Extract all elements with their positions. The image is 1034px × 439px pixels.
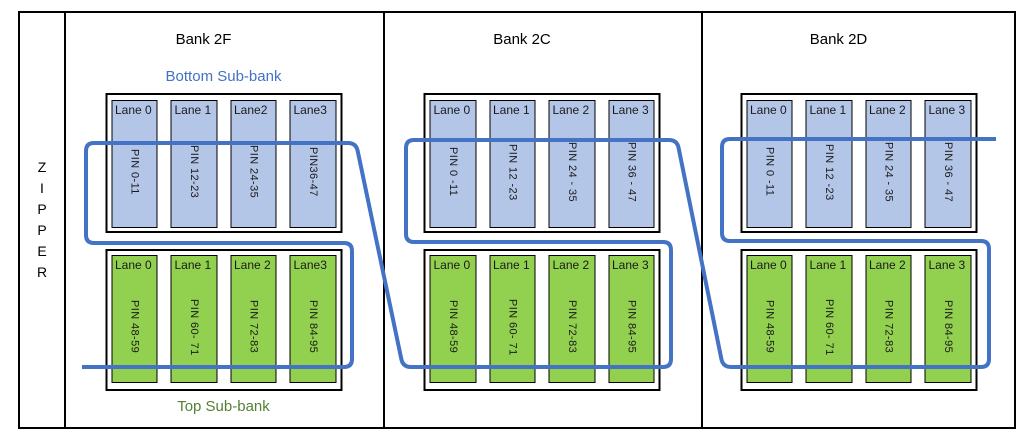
lane-pin-range: PIN 12 -23 <box>506 143 519 201</box>
lane-pin-range: PIN 24-35 <box>247 145 260 199</box>
lane-pin-range: PIN 72-83 <box>565 300 578 354</box>
lane-label: Lane3 <box>293 103 327 117</box>
lane-label: Lane 0 <box>750 258 787 272</box>
lane-label: Lane 1 <box>493 258 530 272</box>
lane-pin-range: PIN36-47 <box>306 147 319 197</box>
lane-label: Lane 2 <box>869 103 906 117</box>
top-subbank-box: Lane 0 PIN 48-59 Lane 1 PIN 60- 71 Lane … <box>423 249 661 391</box>
lane-pin-range: PIN 84-95 <box>306 300 319 354</box>
zipper-letter: P <box>37 222 47 238</box>
zipper-letter: P <box>37 201 47 217</box>
lane: Lane 1 PIN 12 -23 <box>489 100 536 228</box>
lane: Lane 1 PIN 60- 71 <box>805 255 852 383</box>
lane-label: Lane 3 <box>928 103 966 117</box>
lane-label: Lane 3 <box>928 258 966 272</box>
lane-label: Lane 0 <box>433 258 471 272</box>
lane-pin-range: PIN 48-59 <box>128 300 141 354</box>
lane-pin-range: PIN 84-95 <box>625 300 638 354</box>
bottom-subbank-label: Bottom Sub-bank <box>165 68 282 85</box>
bank-title: Bank 2D <box>809 31 868 48</box>
bottom-subbank-box: Lane 0 PIN 0 -11 Lane 1 PIN 12 -23 Lane … <box>423 93 661 233</box>
lane: Lane 0 PIN 48-59 <box>746 255 793 383</box>
lane-label: Lane 0 <box>433 103 471 117</box>
lane-label: Lane 1 <box>493 103 530 117</box>
top-subbank-label: Top Sub-bank <box>177 398 270 415</box>
zipper-letter: E <box>37 243 47 259</box>
lane: Lane 3 PIN 36 - 47 <box>924 100 971 228</box>
top-subbank-box: Lane 0 PIN 48-59 Lane 1 PIN 60- 71 Lane … <box>740 249 977 391</box>
lane: Lane 3 PIN 84-95 <box>608 255 655 383</box>
lane: Lane 2 PIN 72-83 <box>230 255 277 383</box>
lane-pin-range: PIN 12 -23 <box>822 143 835 201</box>
lane-pin-range: PIN 60- 71 <box>506 298 519 356</box>
zipper-letter: R <box>36 264 48 280</box>
lane-label: Lane 2 <box>869 258 906 272</box>
top-subbank-box: Lane 0 PIN 48-59 Lane 1 PIN 60- 71 Lane … <box>105 249 342 391</box>
lane-pin-range: PIN 72-83 <box>247 300 260 354</box>
lane-label: Lane 1 <box>174 258 212 272</box>
lane-label: Lane 2 <box>234 258 271 272</box>
lane-label: Lane 3 <box>612 103 649 117</box>
lane: Lane 1 PIN 12-23 <box>170 100 217 228</box>
zipper-letter: I <box>40 180 44 196</box>
bank-title: Bank 2C <box>493 31 551 48</box>
lane-pin-range: PIN 12-23 <box>187 145 200 199</box>
lane: Lane 0 PIN 0 -11 <box>429 100 476 228</box>
lane-pin-range: PIN 84-95 <box>941 300 954 354</box>
lane: Lane3 PIN36-47 <box>289 100 336 228</box>
bank-panel-2f: Bank 2F Bottom Sub-bank Lane 0 PIN 0-11 … <box>64 11 383 429</box>
bottom-subbank-box: Lane 0 PIN 0-11 Lane 1 PIN 12-23 Lane2 P… <box>105 93 342 233</box>
lane-pin-range: PIN 48-59 <box>763 300 776 354</box>
bank-title: Bank 2F <box>175 31 232 48</box>
lane: Lane 0 PIN 0 -11 <box>746 100 793 228</box>
lane-pin-range: PIN 60- 71 <box>822 298 835 356</box>
lane-label: Lane3 <box>293 258 327 272</box>
lane-pin-range: PIN 36 - 47 <box>941 141 954 203</box>
outer-border <box>18 11 1016 429</box>
lane: Lane 2 PIN 72-83 <box>548 255 595 383</box>
lane-label: Lane 1 <box>809 258 847 272</box>
lane-label: Lane 2 <box>552 258 590 272</box>
lane-label: Lane 2 <box>552 103 590 117</box>
bank-panel-2d: Bank 2D Lane 0 PIN 0 -11 Lane 1 PIN 12 -… <box>701 11 1016 429</box>
lane: Lane 0 PIN 48-59 <box>111 255 158 383</box>
lane-pin-range: PIN 60- 71 <box>187 298 200 356</box>
lane: Lane3 PIN 84-95 <box>289 255 336 383</box>
lane-pin-range: PIN 36 - 47 <box>625 141 638 203</box>
zipper-label-column: Z I P P E R <box>20 11 64 429</box>
lane-pin-range: PIN 72-83 <box>882 300 895 354</box>
lane: Lane 1 PIN 60- 71 <box>489 255 536 383</box>
bottom-subbank-box: Lane 0 PIN 0 -11 Lane 1 PIN 12 -23 Lane … <box>740 93 977 233</box>
lane-pin-range: PIN 0-11 <box>128 149 141 195</box>
lane: Lane 2 PIN 24 - 35 <box>865 100 912 228</box>
lane-label: Lane 1 <box>174 103 212 117</box>
lane-pin-range: PIN 24 - 35 <box>565 141 578 203</box>
lane-label: Lane 1 <box>809 103 847 117</box>
lane: Lane 0 PIN 0-11 <box>111 100 158 228</box>
lane: Lane 1 PIN 12 -23 <box>805 100 852 228</box>
lane: Lane 0 PIN 48-59 <box>429 255 476 383</box>
lane: Lane 3 PIN 84-95 <box>924 255 971 383</box>
lane-label: Lane 0 <box>750 103 787 117</box>
lane-pin-range: PIN 0 -11 <box>446 147 459 197</box>
panel-divider <box>64 11 66 429</box>
lane-label: Lane 0 <box>115 258 152 272</box>
zipper-letter: Z <box>37 159 47 175</box>
bank-panel-2c: Bank 2C Lane 0 PIN 0 -11 Lane 1 PIN 12 -… <box>383 11 701 429</box>
lane: Lane 2 PIN 24 - 35 <box>548 100 595 228</box>
lane: Lane 3 PIN 36 - 47 <box>608 100 655 228</box>
lane: Lane2 PIN 24-35 <box>230 100 277 228</box>
lane-label: Lane2 <box>234 103 268 117</box>
lane: Lane 1 PIN 60- 71 <box>170 255 217 383</box>
lane-label: Lane 3 <box>612 258 649 272</box>
lane: Lane 2 PIN 72-83 <box>865 255 912 383</box>
lane-pin-range: PIN 24 - 35 <box>882 141 895 203</box>
lane-label: Lane 0 <box>115 103 152 117</box>
lane-pin-range: PIN 0 -11 <box>763 147 776 197</box>
lane-pin-range: PIN 48-59 <box>446 300 459 354</box>
